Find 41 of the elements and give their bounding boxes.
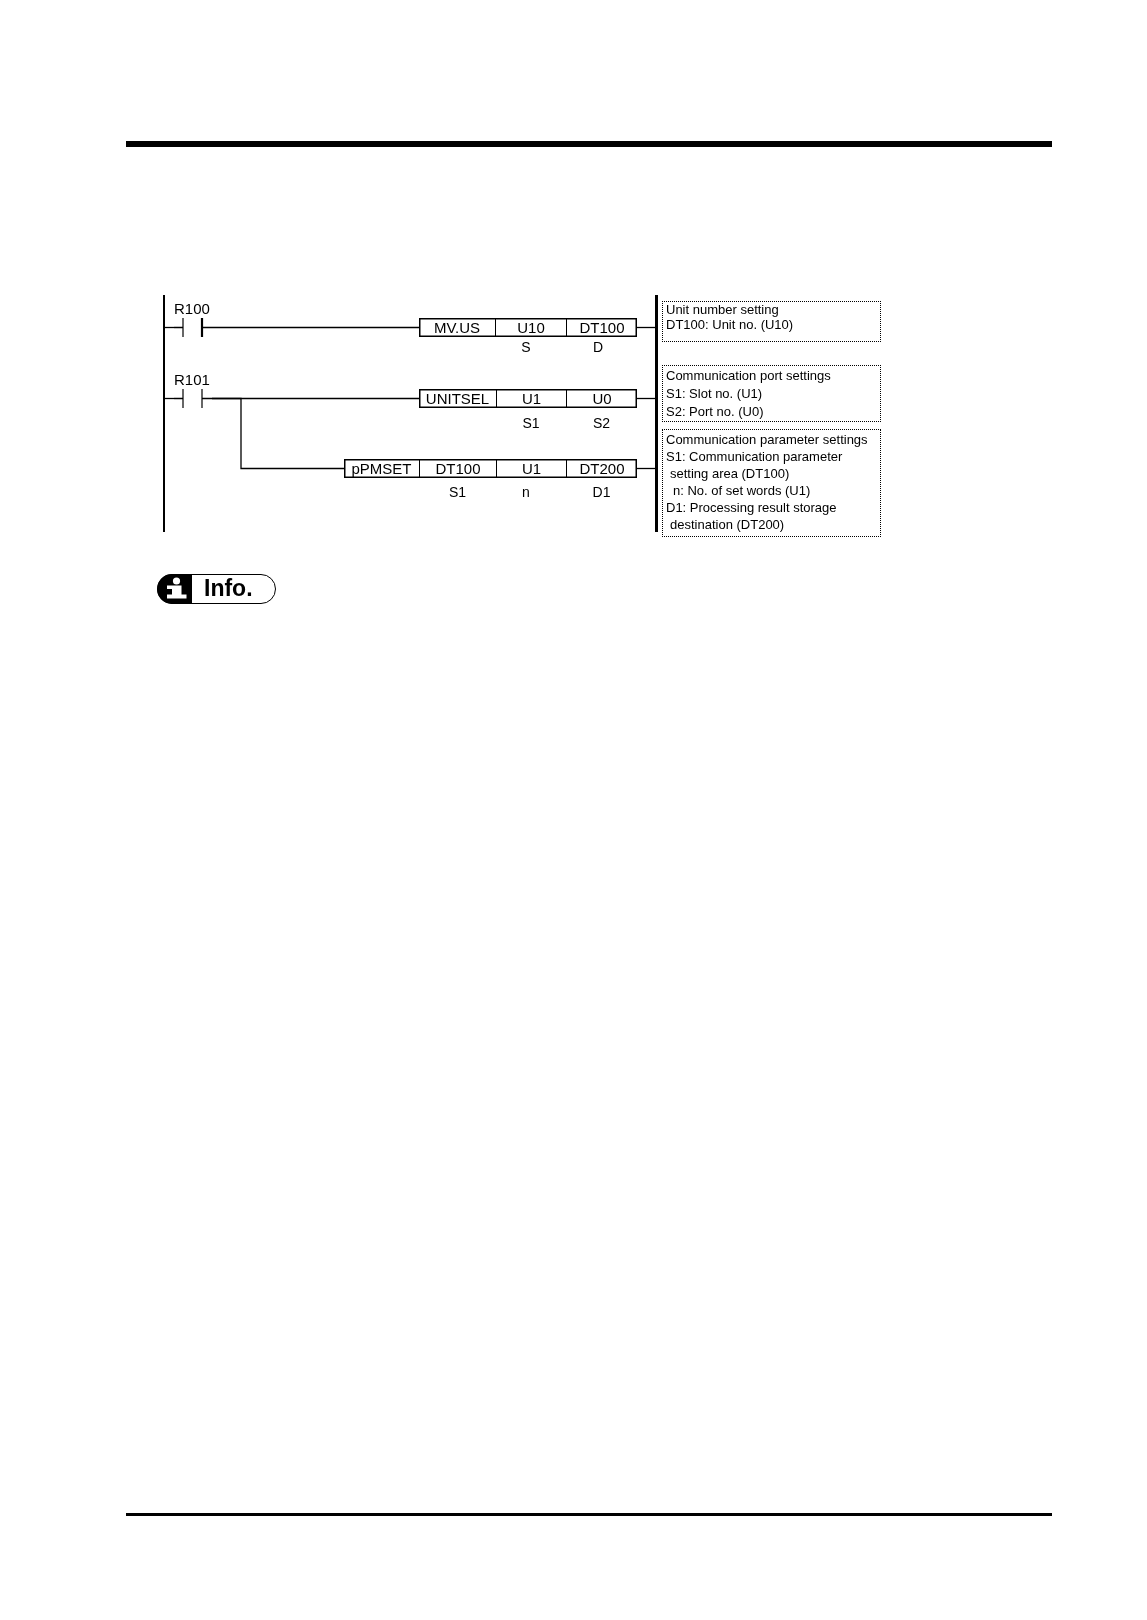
rung-wire (211, 397, 345, 470)
instruction-block (419, 318, 637, 337)
comment-text: S2: Port no. (U0) (666, 403, 764, 421)
operand-label: n (522, 484, 530, 500)
rung-wire (211, 326, 420, 329)
instruction-mnemonic: pPMSET (344, 459, 419, 478)
comment-box (662, 365, 881, 422)
comment-box (662, 429, 881, 537)
comment-heading: Communication port settings (666, 367, 831, 385)
instruction-block (419, 389, 637, 408)
operand-label: S2 (592, 415, 611, 431)
power-rail (655, 295, 658, 532)
contact-label: R100 (174, 300, 210, 317)
instruction-operand: DT200 (566, 459, 637, 478)
comment-text: n: No. of set words (U1) (672, 482, 811, 499)
operand-label: S1 (522, 415, 540, 431)
operand-label: S (521, 339, 531, 355)
info-label: Info. (204, 575, 253, 602)
operand-label: D (592, 339, 604, 355)
comment-text: D1: Processing result storage destination (DT200) (666, 499, 838, 533)
instruction-operand: DT100 (566, 318, 637, 337)
rung-wire (636, 326, 656, 329)
instruction-operand: U10 (495, 318, 566, 337)
contact-label: R101 (174, 371, 210, 388)
rung-wire (636, 467, 656, 470)
comment-heading: Communication parameter settings (666, 431, 868, 448)
instruction-operand: U0 (566, 389, 637, 408)
comment-box (662, 301, 881, 342)
comment-heading: Unit number setting (666, 302, 779, 317)
instruction-operand: DT100 (419, 459, 496, 478)
comment-text: S1: Communication parameter setting area (DT100) (666, 448, 844, 482)
instruction-operand: U1 (496, 459, 566, 478)
operand-label: S1 (448, 484, 467, 500)
instruction-mnemonic: MV.US (419, 318, 495, 337)
operand-label: D1 (592, 484, 611, 500)
instruction-mnemonic: UNITSEL (419, 389, 496, 408)
instruction-block (344, 459, 637, 478)
comment-text: DT100: Unit no. (U10) (666, 317, 794, 332)
instruction-operand: U1 (496, 389, 566, 408)
rung-wire (636, 397, 656, 400)
comment-text: S1: Slot no. (U1) (666, 385, 763, 403)
